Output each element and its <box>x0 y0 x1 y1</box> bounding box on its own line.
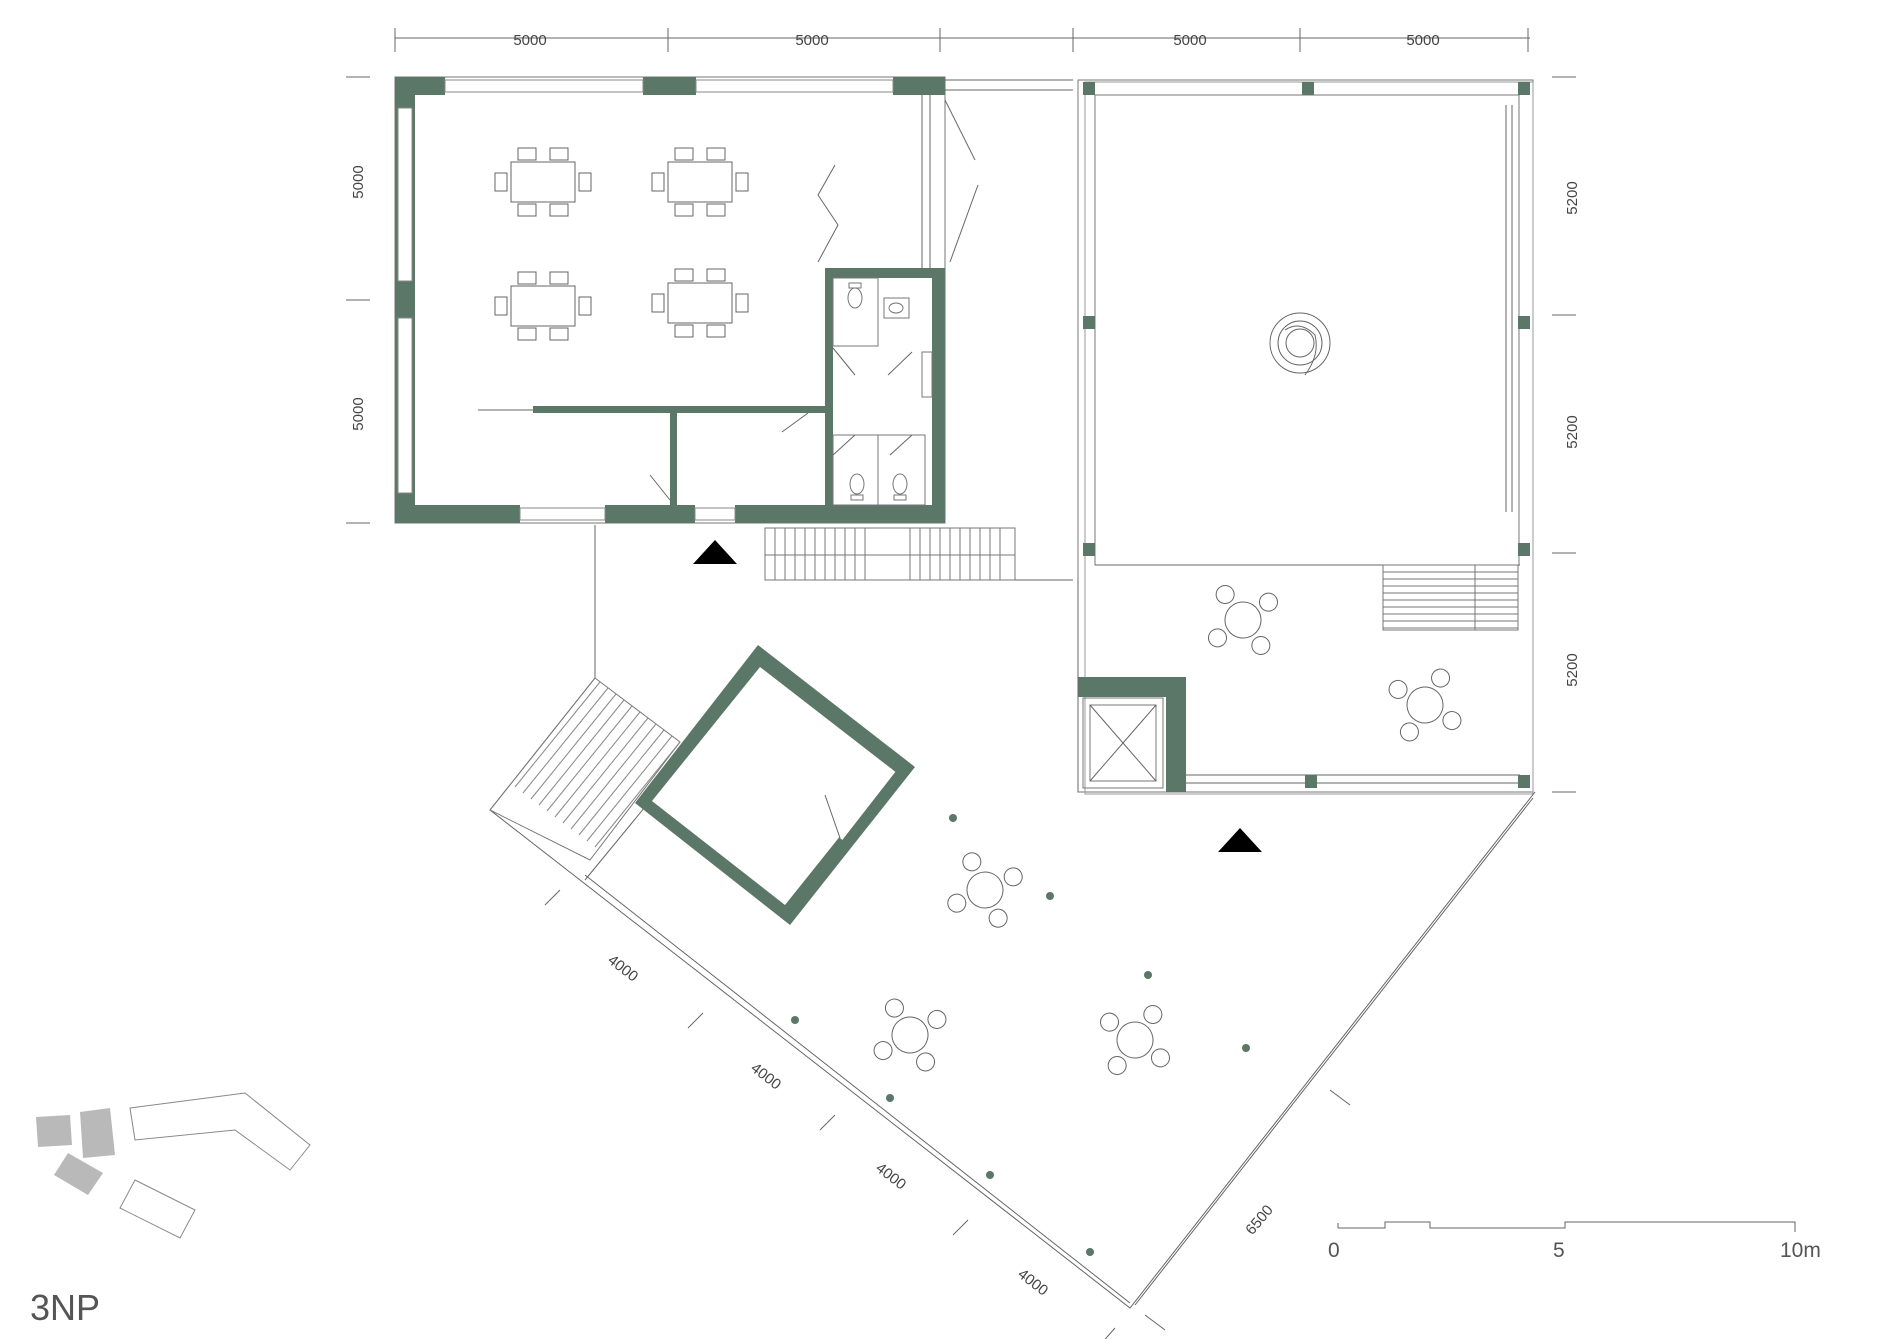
dim-left-1: 5000 <box>350 165 367 198</box>
toilet-icon <box>847 282 863 309</box>
site-plan-icon <box>36 1092 311 1239</box>
right-building <box>1077 79 1534 795</box>
round-table-group <box>1388 668 1462 742</box>
column-dot <box>1046 892 1054 900</box>
floor-label: 3NP <box>30 1287 100 1328</box>
diagonal-dimension-line: 4000 4000 4000 4000 <box>544 889 1116 1339</box>
dim-diag-3: 4000 <box>872 1159 909 1193</box>
round-table-group <box>1208 585 1278 655</box>
entrance-markers <box>693 540 1262 852</box>
toilet-icon <box>892 473 908 501</box>
column-dot <box>1144 971 1152 979</box>
rect-table-group <box>651 268 749 338</box>
dim-top-2: 5000 <box>795 32 828 49</box>
terrace-columns <box>791 814 1250 1256</box>
corridor-stairs <box>764 527 1016 581</box>
column-dot <box>949 814 957 822</box>
furniture <box>494 147 1462 1075</box>
dim-right-2: 5200 <box>1564 415 1581 448</box>
dim-top-1: 5000 <box>513 32 546 49</box>
round-table-group <box>1100 1005 1170 1075</box>
left-building <box>394 76 946 524</box>
round-table-group <box>947 852 1023 928</box>
top-dimension-line: 5000 5000 5000 5000 <box>394 28 1530 52</box>
dim-diag-1: 4000 <box>604 951 641 985</box>
rect-table-group <box>494 147 592 217</box>
dim-left-2: 5000 <box>350 397 367 430</box>
dim-right-1: 5200 <box>1564 181 1581 214</box>
column-dot <box>1086 1248 1094 1256</box>
pavilion <box>635 645 915 925</box>
column-dot <box>986 1171 994 1179</box>
column-dot <box>791 1016 799 1024</box>
dim-top-3: 5000 <box>1173 32 1206 49</box>
hall-stairs <box>1382 564 1519 631</box>
right-building-columns <box>1078 82 1530 792</box>
scale-label-10m: 10m <box>1780 1239 1821 1262</box>
dim-right-3: 5200 <box>1564 653 1581 686</box>
round-table-group <box>873 998 947 1072</box>
rect-table-group <box>494 271 592 341</box>
person-icon <box>1269 312 1331 376</box>
slant-dimension-line: 6500 <box>1144 1089 1351 1331</box>
entrance-triangle-icon <box>693 540 737 564</box>
scale-label-0: 0 <box>1328 1239 1340 1262</box>
scale-bar: 0 5 10m <box>1328 1221 1821 1262</box>
terrace <box>489 525 1536 1309</box>
sink-icon <box>883 297 910 319</box>
entrance-triangle-icon <box>1218 828 1262 852</box>
scale-label-5: 5 <box>1553 1239 1565 1262</box>
right-dimension-line: 5200 5200 5200 <box>1552 76 1581 793</box>
dim-slant: 6500 <box>1242 1202 1276 1238</box>
column-dot <box>1242 1044 1250 1052</box>
elevator-shaft <box>1082 697 1164 789</box>
dim-diag-4: 4000 <box>1014 1265 1051 1299</box>
dim-diag-2: 4000 <box>747 1059 784 1093</box>
corridor <box>944 79 1073 581</box>
column-dot <box>886 1094 894 1102</box>
toilet-icon <box>849 473 865 501</box>
dim-top-4: 5000 <box>1406 32 1439 49</box>
rect-table-group <box>651 147 749 217</box>
left-dimension-line: 5000 5000 <box>346 76 370 524</box>
